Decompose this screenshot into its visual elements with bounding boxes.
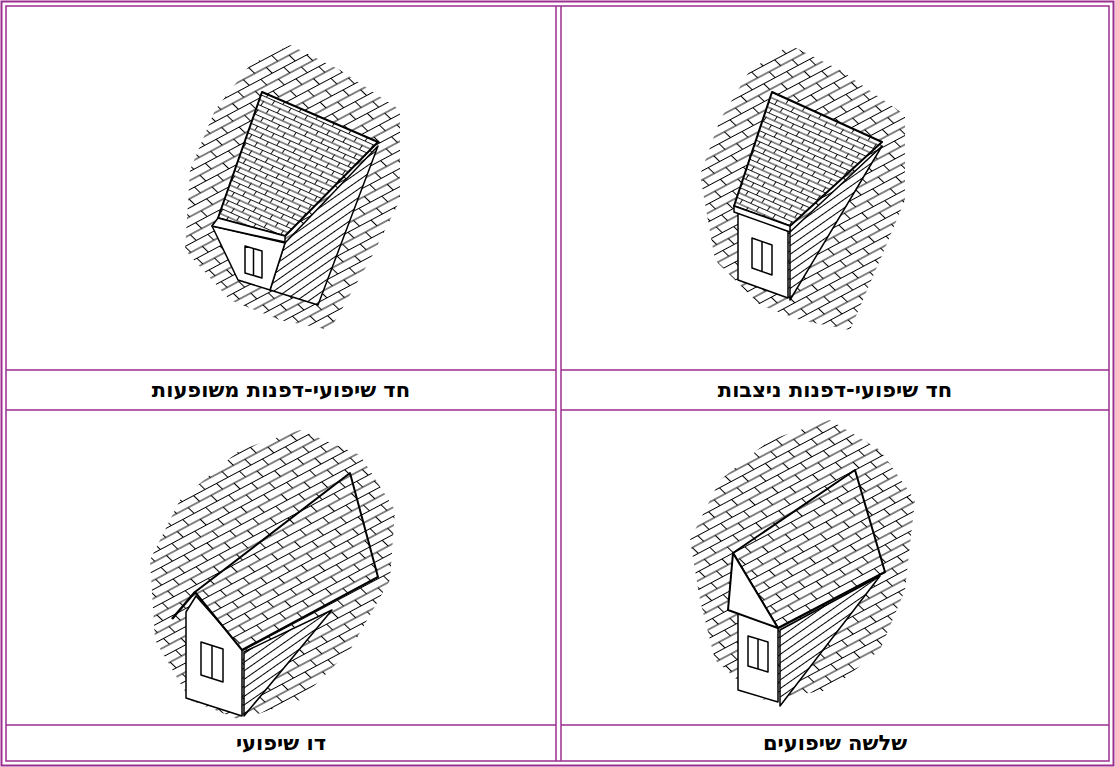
caption: חד שיפועי-דפנות משופעות <box>152 378 410 402</box>
row-divider <box>6 370 1109 725</box>
dormer-roof <box>218 92 378 236</box>
table-cell: חד שיפועי-דפנות משופעות <box>6 370 556 410</box>
window <box>748 636 768 672</box>
window-mullion <box>761 242 763 272</box>
eave <box>212 218 285 242</box>
window-mullion <box>211 646 213 679</box>
caption: שלשה שיפועים <box>763 731 907 755</box>
table-cell: שלשה שיפועים <box>561 725 1109 761</box>
dormer-roof <box>195 473 378 650</box>
dormer-shed-sloped <box>185 45 400 330</box>
dormer-roof <box>734 92 882 226</box>
window-mullion <box>757 639 759 669</box>
column-divider <box>560 6 562 761</box>
table-cell: דו שיפועי <box>6 725 556 761</box>
table-cell: חד שיפועי-דפנות ניצבות <box>561 370 1109 410</box>
roof-bricks <box>150 430 395 720</box>
window-mullion <box>253 249 255 276</box>
hip-slope <box>728 553 778 628</box>
dormer-hip <box>690 420 915 706</box>
roof-bricks <box>700 45 905 330</box>
roof-bricks <box>185 45 400 330</box>
window <box>752 238 772 275</box>
inner-border <box>6 6 1109 761</box>
eave <box>734 206 790 232</box>
dormer-shed-vertical <box>700 45 905 330</box>
gable-eave <box>172 592 195 619</box>
dormer-gable <box>150 430 395 720</box>
caption: דו שיפועי <box>236 731 326 755</box>
caption: חד שיפועי-דפנות ניצבות <box>718 378 952 402</box>
window <box>201 642 223 682</box>
column-divider <box>555 6 557 761</box>
window <box>245 246 262 278</box>
